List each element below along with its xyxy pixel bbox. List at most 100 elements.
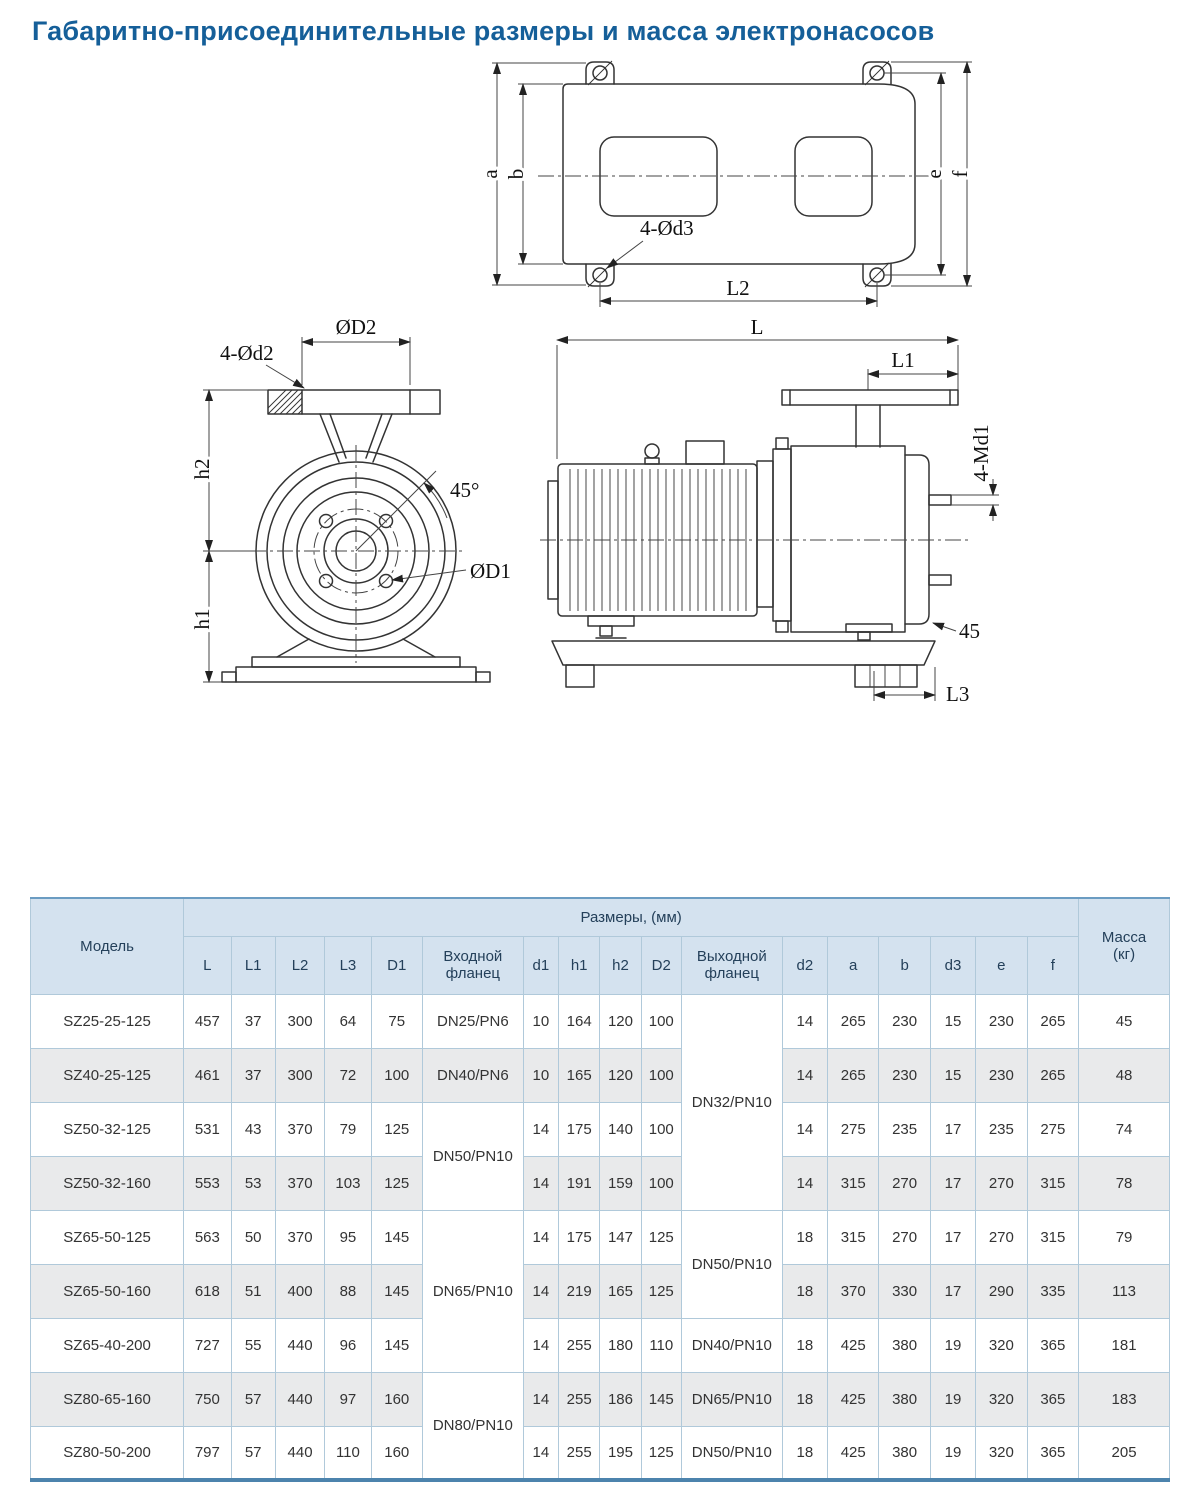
value-cell: 75 bbox=[370, 993, 423, 1049]
value-cell: 370 bbox=[274, 1155, 326, 1211]
value-cell: 95 bbox=[324, 1209, 372, 1265]
dim-label-b: b bbox=[504, 169, 528, 180]
value-cell: 19 bbox=[929, 1425, 977, 1481]
value-cell: 72 bbox=[324, 1047, 372, 1103]
value-cell: 290 bbox=[975, 1263, 1028, 1319]
value-cell: 181 bbox=[1078, 1317, 1170, 1373]
value-cell: 175 bbox=[557, 1101, 601, 1157]
value-cell: 230 bbox=[878, 1047, 931, 1103]
col-header: D2 bbox=[640, 935, 682, 995]
model-cell: SZ65-40-200 bbox=[29, 1317, 185, 1373]
value-cell: 17 bbox=[929, 1155, 977, 1211]
value-cell: 727 bbox=[183, 1317, 232, 1373]
value-cell: 43 bbox=[230, 1101, 276, 1157]
value-cell: 265 bbox=[827, 993, 880, 1049]
value-cell: 425 bbox=[827, 1371, 880, 1427]
model-cell: SZ50-32-125 bbox=[29, 1101, 185, 1157]
value-cell: 270 bbox=[975, 1209, 1028, 1265]
dim-label-h2: h2 bbox=[190, 459, 214, 480]
flange-cell: DN65/PN10 bbox=[421, 1209, 524, 1373]
holes-d2-label: 4-Ød2 bbox=[220, 341, 274, 365]
value-cell: 320 bbox=[975, 1425, 1028, 1481]
value-cell: 145 bbox=[640, 1371, 682, 1427]
top-view-drawing: 4-Ød3 a b e f L2 bbox=[475, 60, 975, 459]
col-header: L2 bbox=[274, 935, 326, 995]
value-cell: 265 bbox=[1026, 1047, 1080, 1103]
baseplate-bolt-holes bbox=[587, 60, 890, 288]
flange-cell: DN50/PN10 bbox=[680, 1209, 783, 1319]
value-cell: 235 bbox=[878, 1101, 931, 1157]
col-header: D1 bbox=[370, 935, 423, 995]
value-cell: 125 bbox=[370, 1155, 423, 1211]
value-cell: 275 bbox=[1026, 1101, 1080, 1157]
value-cell: 57 bbox=[230, 1425, 276, 1481]
value-cell: 315 bbox=[827, 1155, 880, 1211]
value-cell: 37 bbox=[230, 993, 276, 1049]
value-cell: 147 bbox=[599, 1209, 642, 1265]
model-cell: SZ65-50-125 bbox=[29, 1209, 185, 1265]
dim-label-d2: ØD2 bbox=[336, 315, 377, 339]
value-cell: 300 bbox=[274, 993, 326, 1049]
value-cell: 235 bbox=[975, 1101, 1028, 1157]
value-cell: 17 bbox=[929, 1101, 977, 1157]
value-cell: 186 bbox=[599, 1371, 642, 1427]
angle-label: 45° bbox=[450, 478, 479, 502]
mass-label-line1: Масса bbox=[1101, 929, 1147, 947]
col-header: L1 bbox=[230, 935, 276, 995]
flange-cell: DN32/PN10 bbox=[680, 993, 783, 1211]
value-cell: 265 bbox=[827, 1047, 880, 1103]
value-cell: 400 bbox=[274, 1263, 326, 1319]
value-cell: 230 bbox=[975, 1047, 1028, 1103]
value-cell: 145 bbox=[370, 1209, 423, 1265]
value-cell: 440 bbox=[274, 1425, 326, 1481]
value-cell: 457 bbox=[183, 993, 232, 1049]
value-cell: 51 bbox=[230, 1263, 276, 1319]
flange-cell: DN65/PN10 bbox=[680, 1371, 783, 1427]
value-cell: 14 bbox=[522, 1263, 560, 1319]
col-header: d3 bbox=[929, 935, 977, 995]
flange-cell: DN80/PN10 bbox=[421, 1371, 524, 1481]
value-cell: 230 bbox=[975, 993, 1028, 1049]
col-header: L3 bbox=[324, 935, 372, 995]
front-view-drawing: ØD2 4-Ød2 bbox=[187, 312, 514, 683]
model-cell: SZ50-32-160 bbox=[29, 1155, 185, 1211]
value-cell: 380 bbox=[878, 1425, 931, 1481]
value-cell: 315 bbox=[1026, 1155, 1080, 1211]
col-header: e bbox=[975, 935, 1028, 995]
value-cell: 255 bbox=[557, 1371, 601, 1427]
value-cell: 18 bbox=[781, 1317, 829, 1373]
value-cell: 125 bbox=[640, 1209, 682, 1265]
value-cell: 191 bbox=[557, 1155, 601, 1211]
side-view-drawing: L1 bbox=[540, 345, 999, 709]
value-cell: 120 bbox=[599, 993, 642, 1049]
value-cell: 14 bbox=[781, 993, 829, 1049]
value-cell: 165 bbox=[557, 1047, 601, 1103]
value-cell: 553 bbox=[183, 1155, 232, 1211]
value-cell: 219 bbox=[557, 1263, 601, 1319]
value-cell: 10 bbox=[522, 993, 560, 1049]
value-cell: 18 bbox=[781, 1263, 829, 1319]
value-cell: 14 bbox=[522, 1209, 560, 1265]
value-cell: 15 bbox=[929, 1047, 977, 1103]
value-cell: 425 bbox=[827, 1425, 880, 1481]
value-cell: 183 bbox=[1078, 1371, 1170, 1427]
header-row-group: Модель Размеры, (мм) Масса (кг) bbox=[29, 897, 1170, 995]
value-cell: 78 bbox=[1078, 1155, 1170, 1211]
lifting-eye bbox=[644, 443, 660, 459]
value-cell: 380 bbox=[878, 1371, 931, 1427]
flange-cell: DN40/PN10 bbox=[680, 1317, 783, 1373]
value-cell: 50 bbox=[230, 1209, 276, 1265]
value-cell: 145 bbox=[370, 1317, 423, 1373]
value-cell: 160 bbox=[370, 1371, 423, 1427]
col-header-mass: Масса (кг) bbox=[1078, 897, 1170, 995]
flange-cell: DN50/PN10 bbox=[680, 1425, 783, 1481]
value-cell: 15 bbox=[929, 993, 977, 1049]
value-cell: 74 bbox=[1078, 1101, 1170, 1157]
